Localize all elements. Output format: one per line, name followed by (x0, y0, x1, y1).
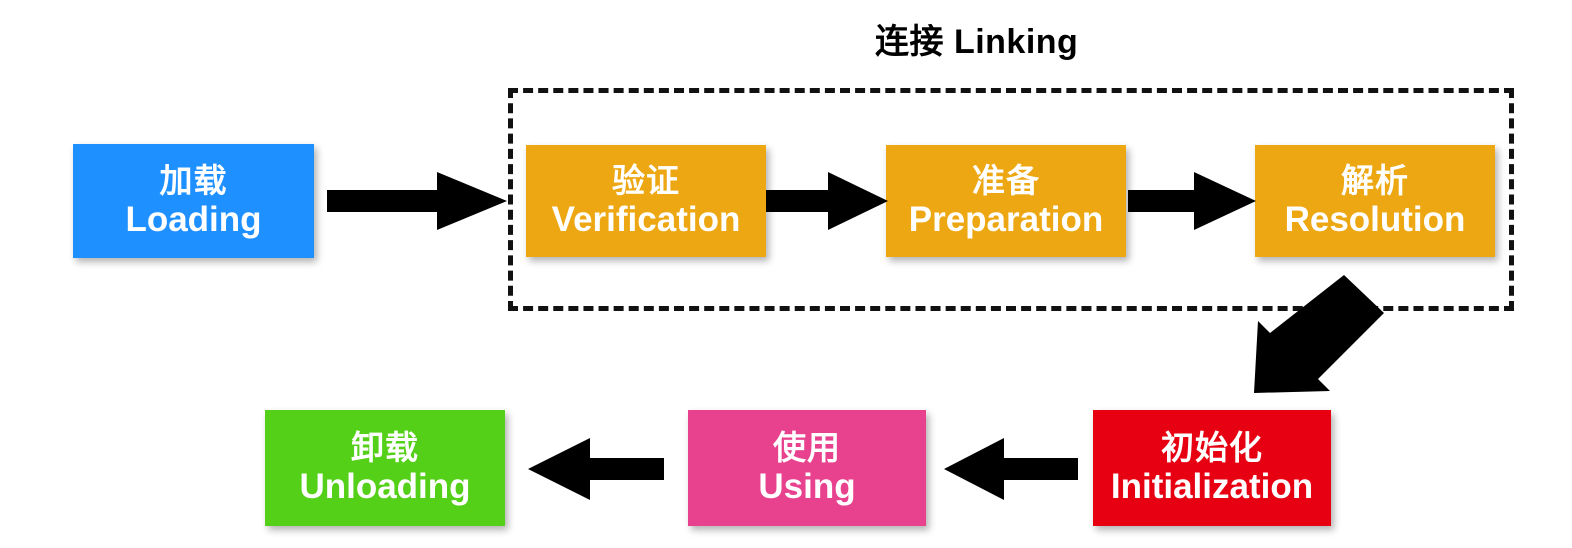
arrow-initialization-to-using (944, 438, 1078, 500)
linking-group-title: 连接 Linking (875, 23, 1079, 61)
node-initialization-label-cn: 初始化 (1161, 428, 1263, 466)
node-preparation-label-en: Preparation (908, 199, 1104, 239)
node-verification-label-en: Verification (551, 199, 741, 239)
node-initialization-label-en: Initialization (1110, 466, 1314, 506)
arrow-using-to-unloading (528, 438, 664, 500)
node-unloading-label-cn: 卸载 (351, 428, 419, 466)
node-using-label-en: Using (758, 466, 856, 506)
linking-phase-group-box (508, 88, 1514, 311)
node-preparation-label-cn: 准备 (972, 161, 1040, 199)
node-using[interactable]: 使用 Using (688, 410, 926, 526)
node-loading-label-cn: 加载 (159, 161, 228, 199)
node-loading[interactable]: 加载 Loading (73, 144, 314, 258)
node-verification[interactable]: 验证 Verification (526, 145, 766, 257)
node-resolution-label-en: Resolution (1284, 199, 1466, 239)
node-using-label-cn: 使用 (773, 428, 841, 466)
node-unloading-label-en: Unloading (299, 466, 471, 506)
node-verification-label-cn: 验证 (612, 161, 680, 199)
node-initialization[interactable]: 初始化 Initialization (1093, 410, 1331, 526)
node-resolution-label-cn: 解析 (1341, 161, 1409, 199)
node-resolution[interactable]: 解析 Resolution (1255, 145, 1495, 257)
arrow-loading-to-verification (327, 172, 507, 230)
node-preparation[interactable]: 准备 Preparation (886, 145, 1126, 257)
node-unloading[interactable]: 卸载 Unloading (265, 410, 505, 526)
node-loading-label-en: Loading (125, 199, 262, 239)
